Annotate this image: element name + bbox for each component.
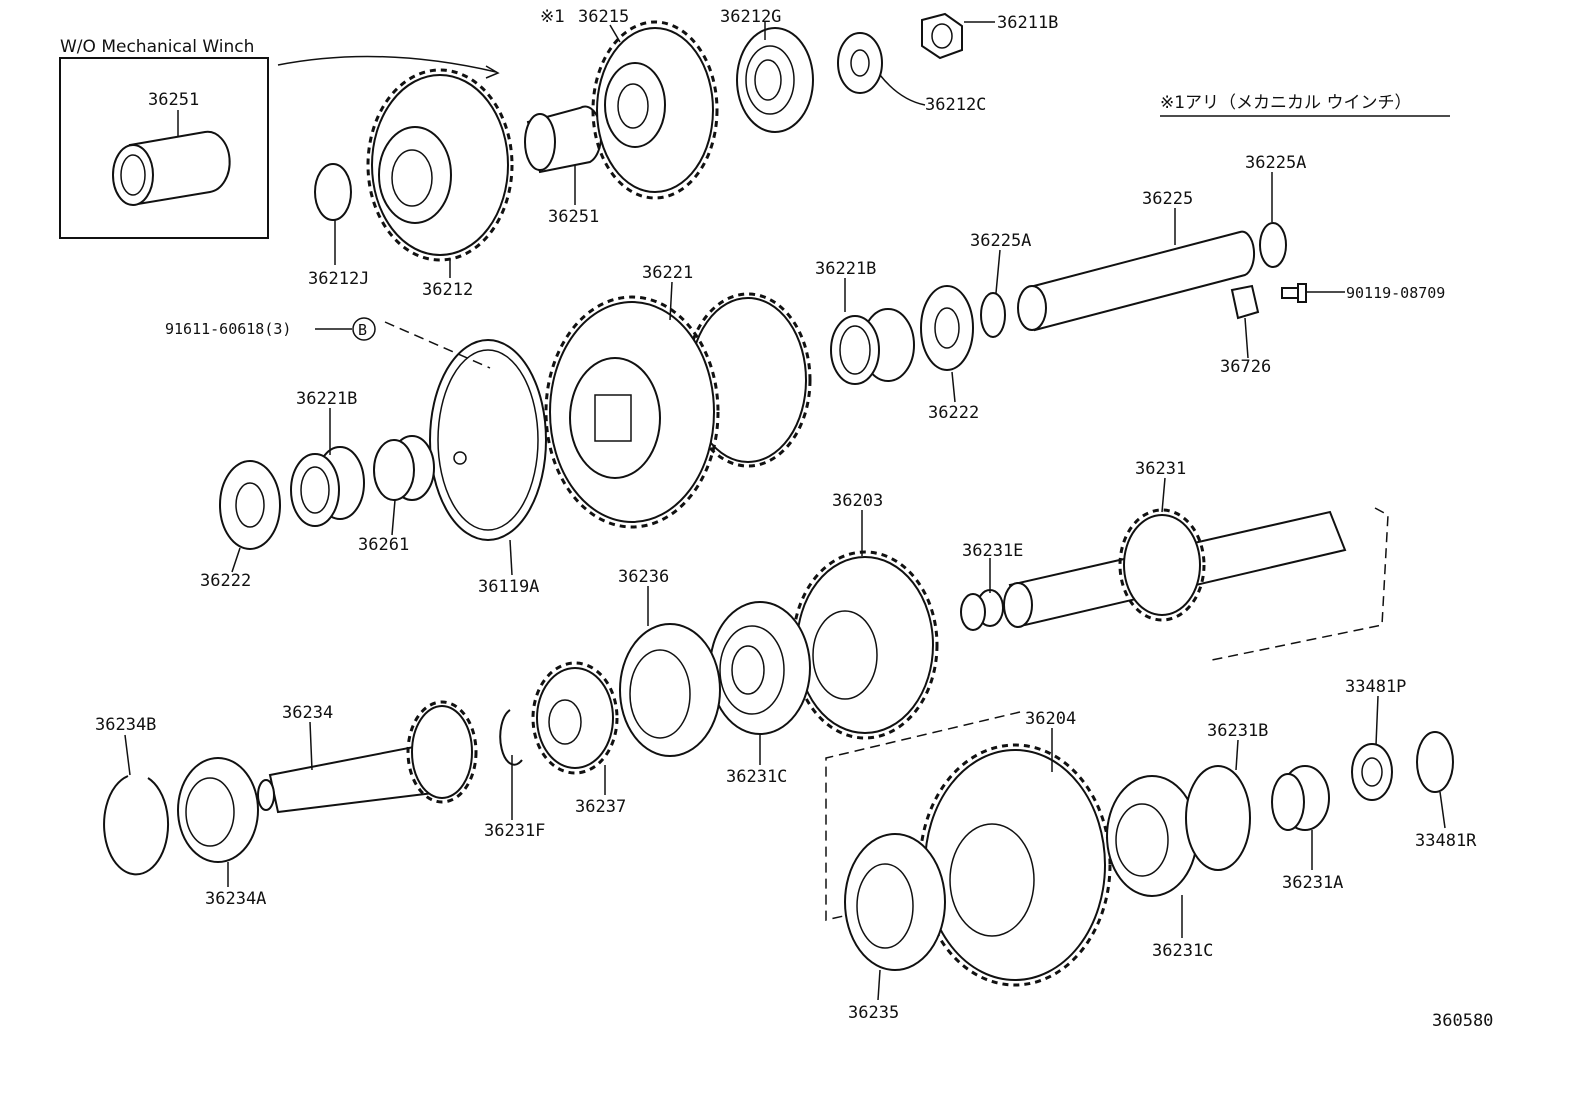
sleeve-36236 bbox=[619, 623, 721, 757]
label-36231C-low: 36231C bbox=[1152, 941, 1213, 961]
label-36222-right: 36222 bbox=[928, 403, 979, 423]
spacer-36261 bbox=[373, 435, 435, 501]
bearing-36231C-mid bbox=[709, 601, 811, 735]
label-36212G: 36212G bbox=[720, 7, 781, 27]
label-36234B: 36234B bbox=[95, 715, 156, 735]
label-36726: 36726 bbox=[1220, 357, 1271, 377]
inset-sleeve-36251 bbox=[112, 130, 231, 206]
lead-ref-b bbox=[384, 321, 491, 369]
washer-33481R bbox=[1416, 731, 1454, 793]
label-36261: 36261 bbox=[358, 535, 409, 555]
label-36231B: 36231B bbox=[1207, 721, 1268, 741]
label-36119A: 36119A bbox=[478, 577, 539, 597]
label-36231A: 36231A bbox=[1282, 873, 1343, 893]
label-36212J: 36212J bbox=[308, 269, 369, 289]
nut-36211B bbox=[921, 12, 963, 60]
bearing-36212G bbox=[736, 27, 814, 133]
gear-36203 bbox=[791, 550, 939, 740]
snap-ring-36231F bbox=[499, 709, 523, 766]
note-winch: ※1アリ（メカニカル ウインチ） bbox=[1160, 93, 1411, 113]
shaft-36234 bbox=[257, 700, 478, 814]
counter-gear-36221 bbox=[544, 292, 812, 529]
label-36236: 36236 bbox=[618, 567, 669, 587]
circle-ref-b: B bbox=[352, 317, 376, 341]
plate-36726 bbox=[1230, 284, 1260, 320]
ring-36225A-mid bbox=[980, 292, 1006, 338]
thrust-washer-36222-left bbox=[219, 460, 281, 550]
bracket-output-shaft bbox=[1211, 507, 1389, 661]
label-36204: 36204 bbox=[1025, 709, 1076, 729]
inset-box: W/O Mechanical Winch 36251 bbox=[59, 37, 269, 239]
label-36221B-top: 36221B bbox=[815, 259, 876, 279]
label-33481P: 33481P bbox=[1345, 677, 1406, 697]
label-36225A-top: 36225A bbox=[1245, 153, 1306, 173]
label-36231C-mid: 36231C bbox=[726, 767, 787, 787]
cover-plate-36119A bbox=[429, 339, 547, 541]
drawing-number: 360580 bbox=[1432, 1011, 1493, 1031]
bearing-36234A bbox=[177, 757, 259, 863]
label-36215: 36215 bbox=[578, 7, 629, 27]
output-shaft-36231 bbox=[1003, 508, 1347, 628]
gear-36212 bbox=[366, 68, 514, 262]
snap-ring-36231B bbox=[1185, 765, 1251, 871]
gear-36215 bbox=[591, 20, 719, 200]
counter-shaft-36225 bbox=[1017, 230, 1256, 332]
marker-label: ※1 bbox=[540, 7, 565, 27]
label-36237: 36237 bbox=[575, 797, 626, 817]
label-36234A: 36234A bbox=[205, 889, 266, 909]
bushing-36231E bbox=[960, 589, 1004, 631]
label-36203: 36203 bbox=[832, 491, 883, 511]
collar-36231A bbox=[1271, 765, 1330, 831]
sleeve-36251 bbox=[524, 105, 603, 174]
bearing-36231C-low bbox=[1106, 775, 1198, 897]
circle-ref-b-letter: B bbox=[358, 321, 367, 339]
label-36225: 36225 bbox=[1142, 189, 1193, 209]
gear-36204 bbox=[918, 743, 1112, 987]
bolt-90119-08709 bbox=[1281, 283, 1307, 303]
needle-bearing-36221B-right bbox=[830, 308, 915, 385]
label-36222-left: 36222 bbox=[200, 571, 251, 591]
label-36235: 36235 bbox=[848, 1003, 899, 1023]
thrust-washer-36222-right bbox=[920, 285, 974, 371]
label-36212C: 36212C bbox=[925, 95, 986, 115]
inset-part-label: 36251 bbox=[148, 90, 199, 110]
washer-36212C bbox=[837, 32, 883, 94]
label-36231F: 36231F bbox=[484, 821, 545, 841]
snap-ring-36212J bbox=[314, 163, 352, 221]
label-36231: 36231 bbox=[1135, 459, 1186, 479]
label-36212: 36212 bbox=[422, 280, 473, 300]
gear-36237 bbox=[531, 661, 619, 775]
label-91611-60618: 91611-60618(3) bbox=[165, 320, 291, 338]
label-90119-08709: 90119-08709 bbox=[1346, 284, 1445, 302]
sleeve-36235 bbox=[844, 833, 946, 971]
inset-arrow bbox=[277, 55, 497, 73]
leader-lines bbox=[124, 21, 1446, 1001]
label-36231E: 36231E bbox=[962, 541, 1023, 561]
label-36211B: 36211B bbox=[997, 13, 1058, 33]
ring-36225A-top bbox=[1259, 222, 1287, 268]
label-36221: 36221 bbox=[642, 263, 693, 283]
label-36225A-mid: 36225A bbox=[970, 231, 1031, 251]
label-36221B-left: 36221B bbox=[296, 389, 357, 409]
label-36251: 36251 bbox=[548, 207, 599, 227]
bracket-lower-group bbox=[825, 711, 1021, 921]
label-36234: 36234 bbox=[282, 703, 333, 723]
label-33481R: 33481R bbox=[1415, 831, 1477, 851]
needle-bearing-36221B-left bbox=[290, 446, 365, 527]
inset-title: W/O Mechanical Winch bbox=[60, 37, 254, 57]
nut-33481P bbox=[1351, 743, 1393, 801]
snap-ring-36234B bbox=[103, 775, 170, 876]
